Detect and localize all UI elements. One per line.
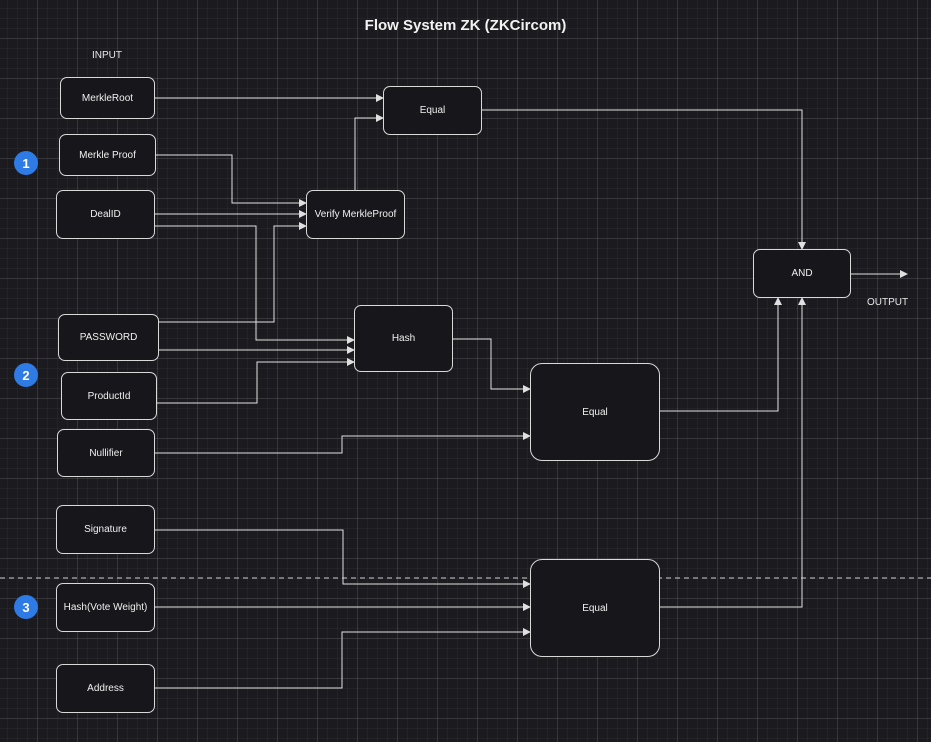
node-verify-merkle-proof-label: Verify MerkleProof xyxy=(314,209,397,220)
node-address-label: Address xyxy=(87,683,124,694)
edge-nullifier-equal xyxy=(155,432,531,454)
edge-equal-top-and xyxy=(482,109,806,250)
node-signature[interactable]: Signature xyxy=(56,505,155,554)
node-hash-vote-weight-label: Hash(Vote Weight) xyxy=(63,602,148,613)
node-equal-mid-label: Equal xyxy=(582,406,608,418)
step-badge-3: 3 xyxy=(14,595,38,619)
node-merkle-root[interactable]: MerkleRoot xyxy=(60,77,155,119)
node-product-id[interactable]: ProductId xyxy=(61,372,157,420)
node-hash[interactable]: Hash xyxy=(354,305,453,372)
node-equal-bottom-label: Equal xyxy=(582,602,608,614)
node-equal-mid[interactable]: Equal xyxy=(530,363,660,461)
edge-password-verify xyxy=(159,222,307,323)
step-badge-1: 1 xyxy=(14,151,38,175)
edge-productid-hash xyxy=(157,358,355,404)
output-label: OUTPUT xyxy=(867,297,909,308)
node-deal-id[interactable]: DealID xyxy=(56,190,155,239)
node-deal-id-label: DealID xyxy=(90,209,121,220)
node-password[interactable]: PASSWORD xyxy=(58,314,159,361)
edge-dealid-hash xyxy=(155,225,355,344)
edge-address-equal xyxy=(155,628,531,689)
node-address[interactable]: Address xyxy=(56,664,155,713)
node-and-label: AND xyxy=(791,268,813,279)
node-equal-bottom[interactable]: Equal xyxy=(530,559,660,657)
edge-verify-equal xyxy=(354,114,384,190)
input-label: INPUT xyxy=(92,50,122,61)
node-product-id-label: ProductId xyxy=(87,390,131,402)
node-password-label: PASSWORD xyxy=(79,332,138,343)
node-signature-label: Signature xyxy=(84,524,127,535)
node-merkle-root-label: MerkleRoot xyxy=(81,92,134,104)
node-equal-top[interactable]: Equal xyxy=(383,86,482,135)
edge-equal-bottom-and xyxy=(660,297,806,608)
edge-equal-mid-and xyxy=(660,297,782,412)
node-hash-label: Hash xyxy=(391,333,416,344)
node-merkle-proof[interactable]: Merkle Proof xyxy=(59,134,156,176)
node-merkle-proof-label: Merkle Proof xyxy=(79,149,136,161)
step-badge-2: 2 xyxy=(14,363,38,387)
edge-signature-equal xyxy=(155,529,531,588)
edge-hash-equal xyxy=(453,338,531,393)
node-nullifier[interactable]: Nullifier xyxy=(57,429,155,477)
diagram-title: Flow System ZK (ZKCircom) xyxy=(364,17,567,34)
edge-merkleproof-verify xyxy=(155,154,307,207)
node-equal-top-label: Equal xyxy=(419,105,446,116)
node-nullifier-label: Nullifier xyxy=(89,447,123,459)
node-verify-merkle-proof[interactable]: Verify MerkleProof xyxy=(306,190,405,239)
node-and[interactable]: AND xyxy=(753,249,851,298)
node-hash-vote-weight[interactable]: Hash(Vote Weight) xyxy=(56,583,155,632)
